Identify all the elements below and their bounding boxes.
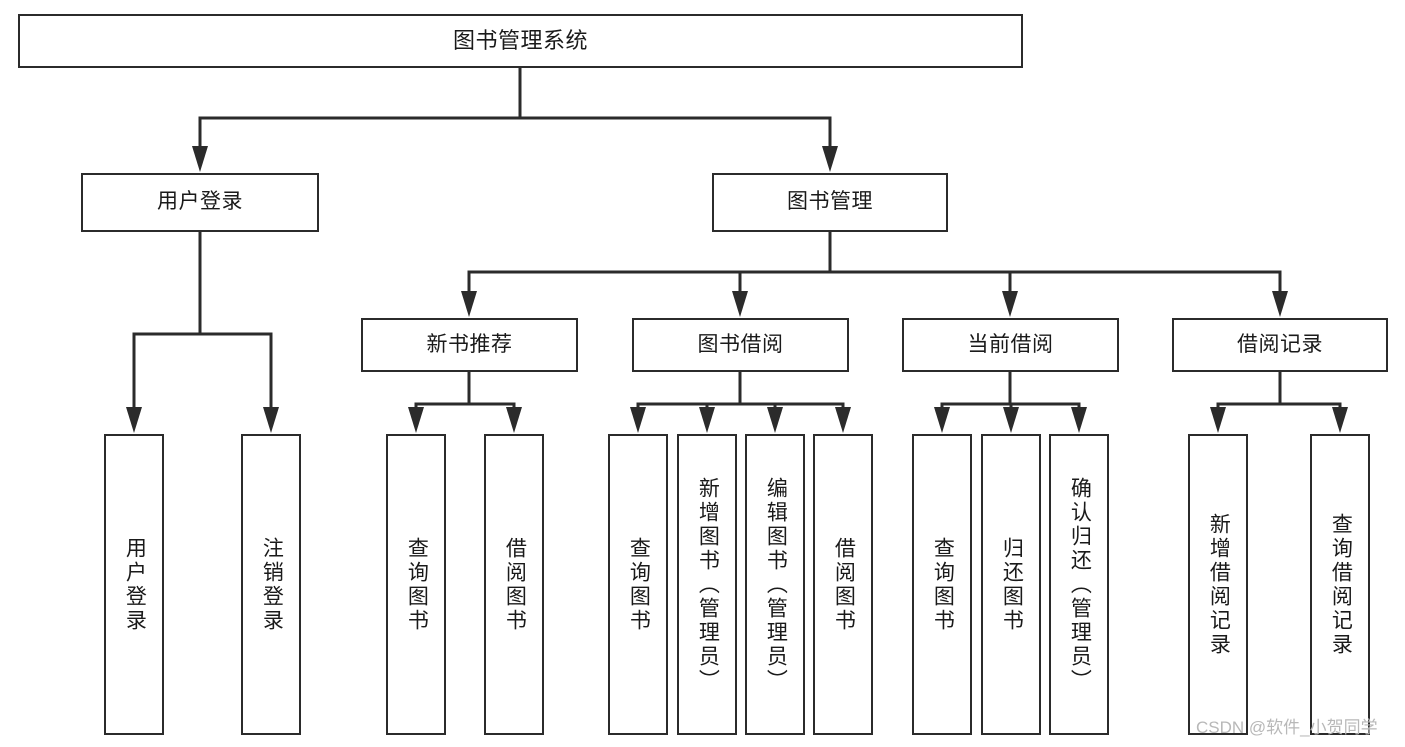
connector-borrow-c-head: [767, 407, 783, 433]
connector-borrow-d-head: [835, 407, 851, 433]
node-leaf-logout-label: 注销登录: [260, 536, 284, 633]
connector-current-a-head: [934, 407, 950, 433]
node-leaf-query-book-1[interactable]: 查询图书: [386, 434, 446, 735]
node-leaf-query-book-2[interactable]: 查询图书: [608, 434, 668, 735]
connector-newbook-a-head: [408, 407, 424, 433]
connector-bm-to-record-head: [1272, 291, 1288, 317]
node-leaf-user-login[interactable]: 用户登录: [104, 434, 164, 735]
node-book-management[interactable]: 图书管理: [712, 173, 948, 232]
node-new-book-recommend-label: 新书推荐: [426, 332, 513, 356]
node-leaf-query-book-2-label: 查询图书: [627, 536, 651, 633]
node-leaf-borrow-book-1-label: 借阅图书: [503, 536, 527, 633]
node-new-book-recommend[interactable]: 新书推荐: [361, 318, 578, 372]
node-leaf-edit-book-label: 编辑图书（管理员）: [764, 476, 788, 693]
node-leaf-query-book-3[interactable]: 查询图书: [912, 434, 972, 735]
node-book-borrow[interactable]: 图书借阅: [632, 318, 849, 372]
node-user-login[interactable]: 用户登录: [81, 173, 319, 232]
node-leaf-add-borrow-record[interactable]: 新增借阅记录: [1188, 434, 1248, 735]
connector-group: [126, 66, 1348, 433]
connector-newbook-b-head: [506, 407, 522, 433]
node-leaf-edit-book[interactable]: 编辑图书（管理员）: [745, 434, 805, 735]
node-leaf-query-book-3-label: 查询图书: [931, 536, 955, 633]
node-book-borrow-label: 图书借阅: [697, 332, 784, 356]
node-leaf-confirm-return-label: 确认归还（管理员）: [1068, 476, 1092, 693]
node-book-management-system[interactable]: 图书管理系统: [18, 14, 1023, 68]
connector-root-to-user-login-head: [192, 146, 208, 172]
node-user-login-label: 用户登录: [157, 190, 243, 214]
node-leaf-add-book-label: 新增图书（管理员）: [696, 476, 720, 693]
connector-borrow-b-head: [699, 407, 715, 433]
node-leaf-return-book[interactable]: 归还图书: [981, 434, 1041, 735]
connector-bm-to-current-head: [1002, 291, 1018, 317]
node-leaf-add-book[interactable]: 新增图书（管理员）: [677, 434, 737, 735]
node-borrow-record[interactable]: 借阅记录: [1172, 318, 1388, 372]
node-borrow-record-label: 借阅记录: [1237, 332, 1323, 356]
connector-borrow-a-head: [630, 407, 646, 433]
connector-current-b-head: [1003, 407, 1019, 433]
connector-root-to-book-manage-head: [822, 146, 838, 172]
node-leaf-logout[interactable]: 注销登录: [241, 434, 301, 735]
node-leaf-borrow-book-1[interactable]: 借阅图书: [484, 434, 544, 735]
node-book-management-system-label: 图书管理系统: [452, 28, 588, 54]
node-leaf-confirm-return[interactable]: 确认归还（管理员）: [1049, 434, 1109, 735]
node-current-borrow[interactable]: 当前借阅: [902, 318, 1119, 372]
node-leaf-query-borrow-record[interactable]: 查询借阅记录: [1310, 434, 1370, 735]
connector-record-a-head: [1210, 407, 1226, 433]
node-leaf-borrow-book-2-label: 借阅图书: [832, 536, 856, 633]
connector-current-c-head: [1071, 407, 1087, 433]
node-leaf-borrow-book-2[interactable]: 借阅图书: [813, 434, 873, 735]
node-leaf-return-book-label: 归还图书: [1000, 536, 1024, 633]
connector-bm-to-borrow-head: [732, 291, 748, 317]
node-current-borrow-label: 当前借阅: [967, 332, 1054, 356]
node-leaf-user-login-label: 用户登录: [123, 536, 147, 633]
node-leaf-add-borrow-record-label: 新增借阅记录: [1207, 512, 1231, 657]
connector-record-b-head: [1332, 407, 1348, 433]
connector-bm-to-newbook-head: [461, 291, 477, 317]
node-leaf-query-book-1-label: 查询图书: [405, 536, 429, 633]
connector-user-login-a-head: [126, 407, 142, 433]
node-leaf-query-borrow-record-label: 查询借阅记录: [1329, 512, 1353, 657]
connector-user-login-b-head: [263, 407, 279, 433]
node-book-management-label: 图书管理: [787, 190, 873, 214]
